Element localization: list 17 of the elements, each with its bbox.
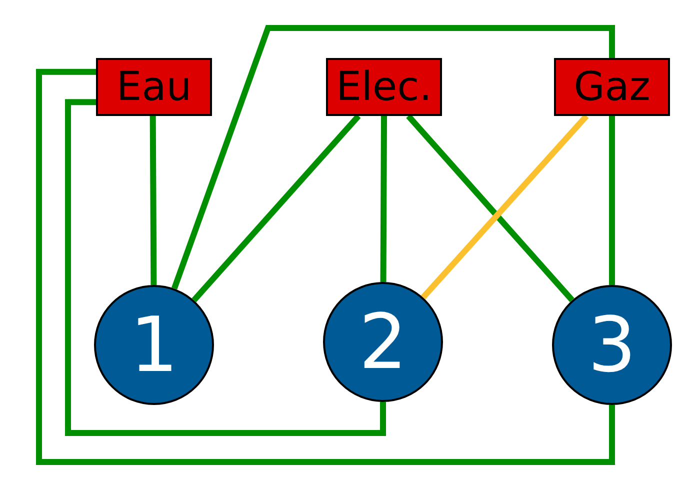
node-label: Eau	[116, 67, 192, 107]
node-label: 1	[130, 307, 178, 383]
node-label: Gaz	[574, 67, 650, 107]
connector-line	[609, 116, 615, 285]
connector-line	[420, 114, 589, 300]
connector-line	[192, 114, 361, 302]
utility-box	[326, 58, 442, 116]
connector-line	[406, 114, 574, 302]
node-label: 2	[358, 304, 408, 380]
connector-line	[36, 68, 615, 465]
utility-box	[96, 58, 212, 116]
connector-line	[380, 116, 387, 282]
utility-box	[554, 58, 670, 116]
connector-line	[150, 116, 157, 286]
connector-line	[171, 25, 615, 290]
node-label: 3	[588, 307, 636, 383]
node-label: Elec.	[336, 67, 432, 107]
